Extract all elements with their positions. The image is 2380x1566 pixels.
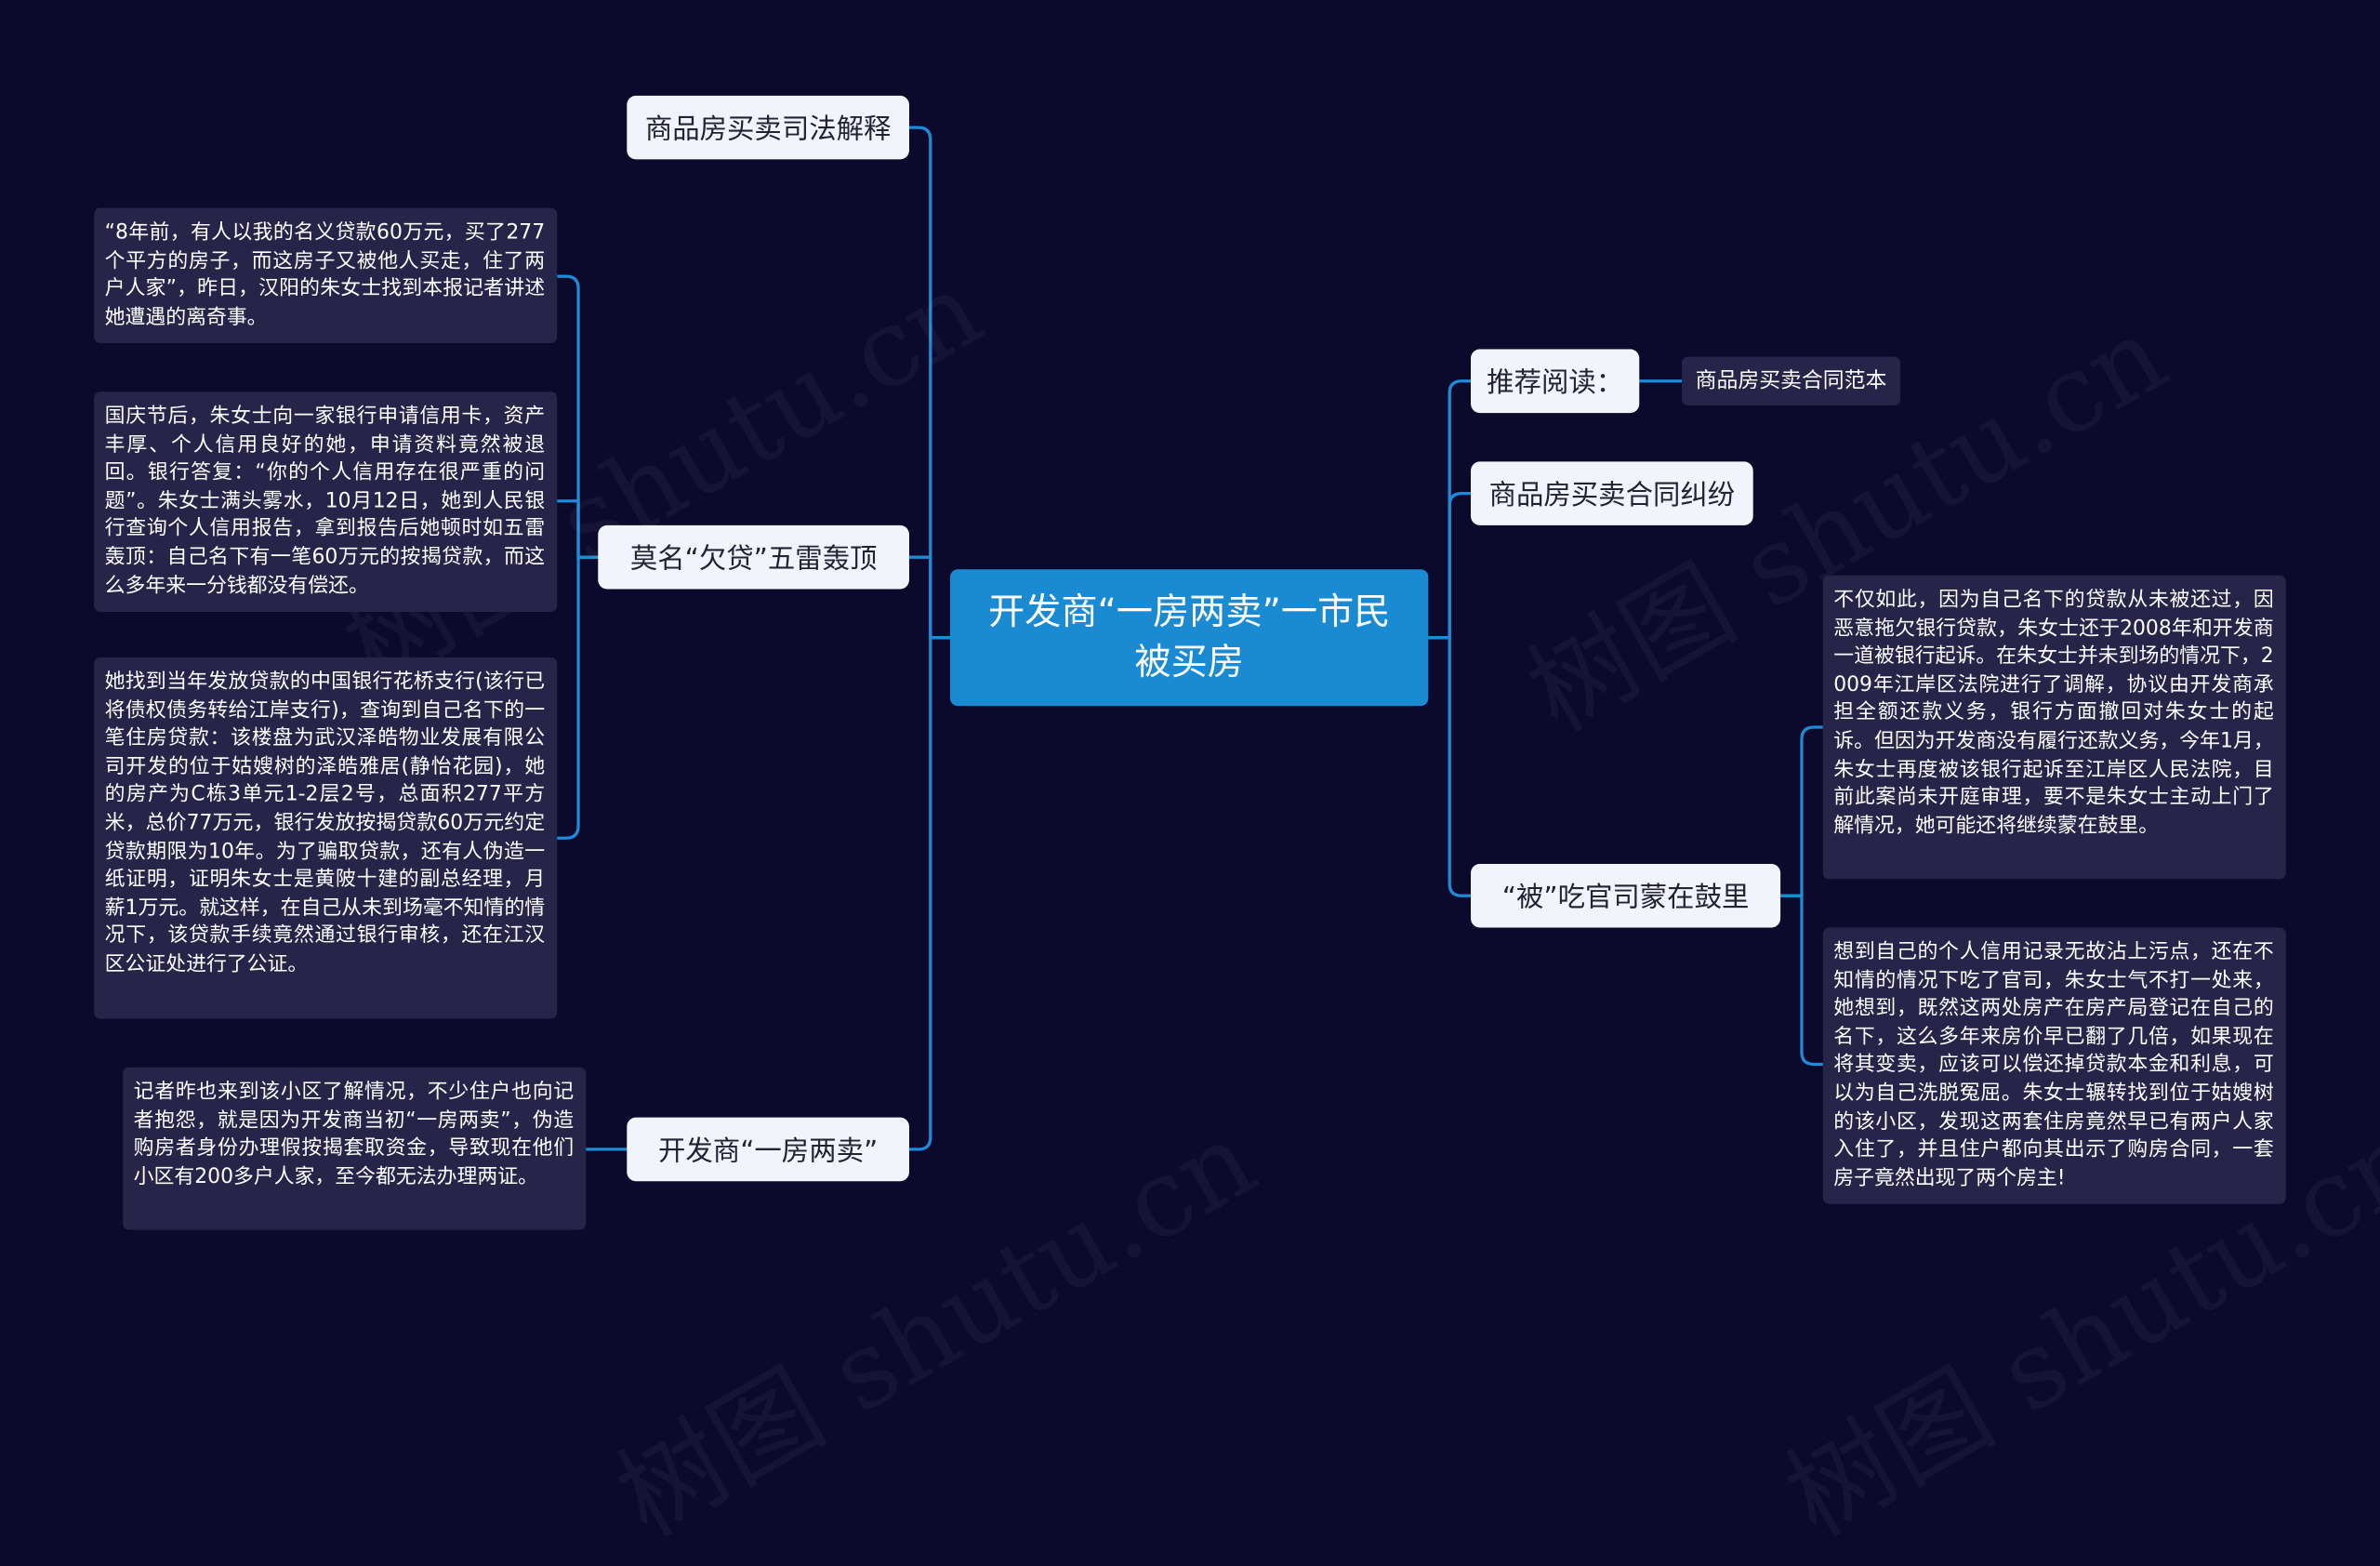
link-root-rtopic-1 <box>1428 379 1472 640</box>
note-bank-investigation[interactable]: 她找到当年发放贷款的中国银行花桥支行(该行已将债权债务转给江岸支行)，查询到自己… <box>94 657 558 1019</box>
note-text: 不仅如此，因为自己名下的贷款从未被还过，因恶意拖欠银行贷款，朱女士还于2008年… <box>1833 589 2274 838</box>
topic-recommended-reading[interactable]: 推荐阅读： <box>1471 349 1640 414</box>
mindmap-canvas: 树图 shutu.cn 树图 shutu.cn 树图 shutu.cn 树图 s… <box>94 95 2380 1560</box>
link-root-topic-1 <box>908 126 951 640</box>
link-root-rtopic-2 <box>1428 491 1472 640</box>
connector-lines <box>557 126 1823 1151</box>
link-rtopic3-rnote-1 <box>1780 725 1823 897</box>
link-root-topic-2 <box>908 555 951 640</box>
topic-label: 商品房买卖司法解释 <box>644 113 892 146</box>
note-loan-story[interactable]: “8年前，有人以我的名义贷款60万元，买了277个平方的房子，而这房子又被他人买… <box>94 207 558 343</box>
topic-contract-dispute[interactable]: 商品房买卖合同纠纷 <box>1471 461 1753 525</box>
note-text: 她找到当年发放贷款的中国银行花桥支行(该行已将债权债务转给江岸支行)，查询到自己… <box>104 670 546 976</box>
topic-developer-double-sale[interactable]: 开发商“一房两卖” <box>627 1117 909 1182</box>
topic-label: 推荐阅读： <box>1487 367 1624 400</box>
topic-label: 商品房买卖合同纠纷 <box>1488 479 1736 512</box>
topic-sued-unaware[interactable]: “被”吃官司蒙在鼓里 <box>1471 863 1781 928</box>
link-topic2-note-1 <box>557 274 599 559</box>
note-text: 想到自己的个人信用记录无故沾上污点，还在不知情的情况下吃了官司，朱女士气不打一处… <box>1833 941 2274 1190</box>
note-text: 国庆节后，朱女士向一家银行申请信用卡，资产丰厚、个人信用良好的她，申请资料竟然被… <box>104 405 546 598</box>
note-residents-complaint[interactable]: 记者昨也来到该小区了解情况，不少住户也向记者抱怨，就是因为开发商当初“一房两卖”… <box>123 1067 587 1230</box>
topic-judicial-interpretation[interactable]: 商品房买卖司法解释 <box>627 95 909 160</box>
note-text: 记者昨也来到该小区了解情况，不少住户也向记者抱怨，就是因为开发商当初“一房两卖”… <box>133 1081 575 1189</box>
note-credit-report[interactable]: 国庆节后，朱女士向一家银行申请信用卡，资产丰厚、个人信用良好的她，申请资料竟然被… <box>94 392 558 612</box>
topic-unexpected-loan[interactable]: 莫名“欠贷”五雷轰顶 <box>598 524 909 590</box>
link-topic2-note-3 <box>557 555 599 840</box>
note-text: “8年前，有人以我的名义贷款60万元，买了277个平方的房子，而这房子又被他人买… <box>104 221 546 329</box>
topic-label: 莫名“欠贷”五雷轰顶 <box>629 543 878 576</box>
note-bank-lawsuit[interactable]: 不仅如此，因为自己名下的贷款从未被还过，因恶意拖欠银行贷款，朱女士还于2008年… <box>1822 575 2286 880</box>
link-root-rtopic-3 <box>1428 636 1472 897</box>
topic-label: “被”吃官司蒙在鼓里 <box>1501 882 1750 914</box>
link-contract-template[interactable]: 商品房买卖合同范本 <box>1681 356 1901 405</box>
topic-label: 开发商“一房两卖” <box>658 1135 879 1168</box>
note-two-owners[interactable]: 想到自己的个人信用记录无故沾上污点，还在不知情的情况下吃了官司，朱女士气不打一处… <box>1822 927 2286 1204</box>
link-root-topic-3 <box>908 636 951 1151</box>
sub-label: 商品房买卖合同范本 <box>1695 368 1887 393</box>
root-topic[interactable]: 开发商“一房两卖”一市民被买房 <box>950 569 1429 707</box>
link-rtopic3-rnote-2 <box>1780 894 1823 1067</box>
root-topic-label: 开发商“一房两卖”一市民被买房 <box>987 591 1391 683</box>
